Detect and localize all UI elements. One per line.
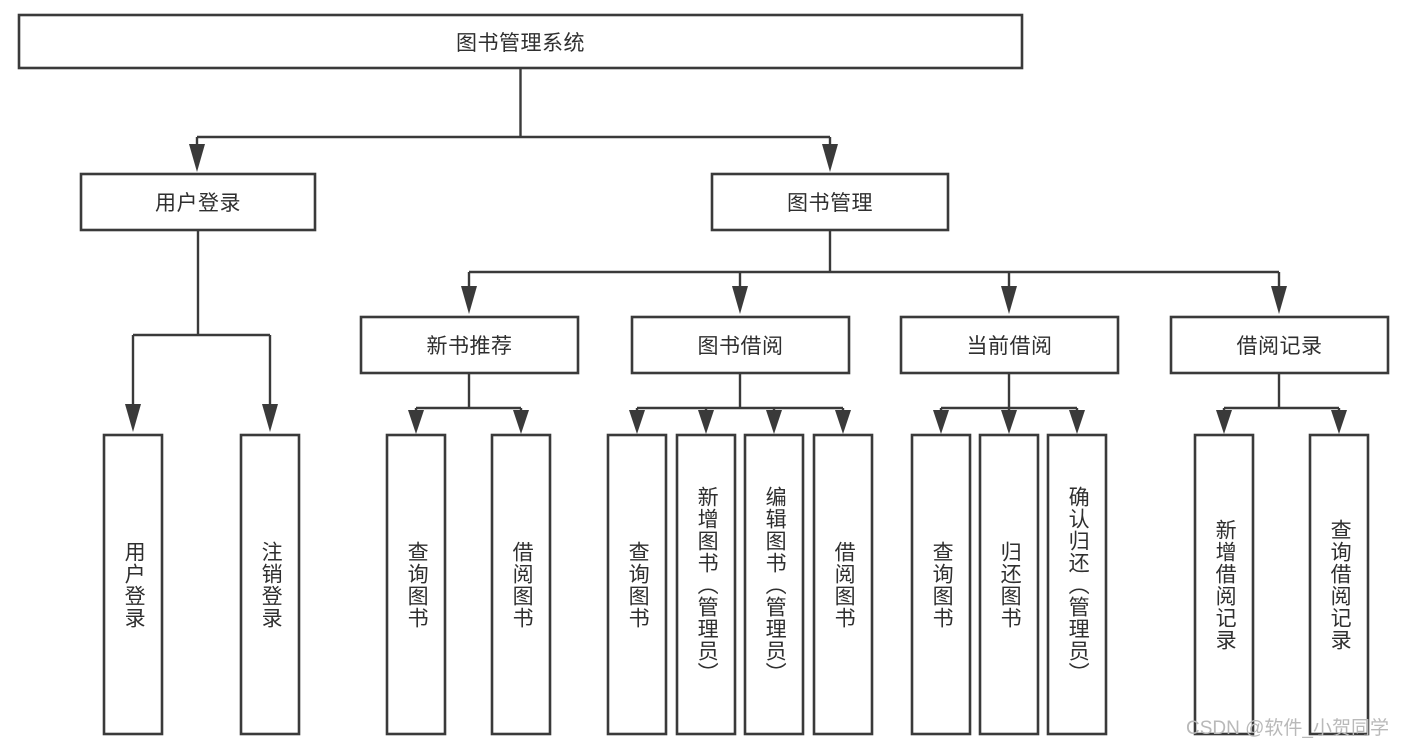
arrowhead-br-leaf-2 — [1331, 410, 1347, 434]
arrowhead-new-book-recommend — [461, 286, 477, 314]
node-leaf-cb-return-book[interactable] — [978, 433, 1040, 736]
node-user-login[interactable] — [79, 172, 317, 232]
arrowhead-cb-leaf-2 — [1001, 410, 1017, 434]
node-leaf-bb-add-book-admin[interactable] — [675, 433, 737, 736]
node-leaf-user-login[interactable] — [102, 433, 164, 736]
node-current-borrow[interactable] — [899, 315, 1120, 375]
node-borrow-record[interactable] — [1169, 315, 1390, 375]
arrowhead-bb-leaf-4 — [835, 410, 851, 434]
arrowhead-borrow-record — [1271, 286, 1287, 314]
node-leaf-cb-query-book[interactable] — [910, 433, 972, 736]
arrowhead-leaf-logout — [262, 404, 278, 432]
node-book-management[interactable] — [710, 172, 950, 232]
node-leaf-br-add-record[interactable] — [1193, 433, 1255, 736]
arrowhead-bb-leaf-3 — [766, 410, 782, 434]
node-leaf-bb-edit-book-admin[interactable] — [743, 433, 805, 736]
node-leaf-nbr-query-book[interactable] — [385, 433, 447, 736]
node-leaf-cb-confirm-return-admin[interactable] — [1046, 433, 1108, 736]
arrowhead-bb-leaf-1 — [629, 410, 645, 434]
node-leaf-nbr-borrow-book[interactable] — [490, 433, 552, 736]
arrowhead-user-login — [189, 144, 205, 172]
arrowhead-book-management — [822, 144, 838, 172]
arrowhead-nbr-leaf-2 — [513, 410, 529, 434]
node-book-borrow[interactable] — [630, 315, 851, 375]
node-leaf-bb-borrow-book[interactable] — [812, 433, 874, 736]
arrowhead-leaf-user-login — [125, 404, 141, 432]
arrowhead-bb-leaf-2 — [698, 410, 714, 434]
arrowhead-book-borrow — [732, 286, 748, 314]
arrowhead-cb-leaf-3 — [1069, 410, 1085, 434]
node-leaf-bb-query-book[interactable] — [606, 433, 668, 736]
arrowhead-br-leaf-1 — [1216, 410, 1232, 434]
arrowhead-current-borrow — [1001, 286, 1017, 314]
arrowhead-nbr-leaf-1 — [408, 410, 424, 434]
arrowhead-cb-leaf-1 — [933, 410, 949, 434]
node-leaf-logout[interactable] — [239, 433, 301, 736]
node-root-book-management-system[interactable] — [17, 13, 1024, 70]
node-leaf-br-query-record[interactable] — [1308, 433, 1370, 736]
node-new-book-recommend[interactable] — [359, 315, 580, 375]
